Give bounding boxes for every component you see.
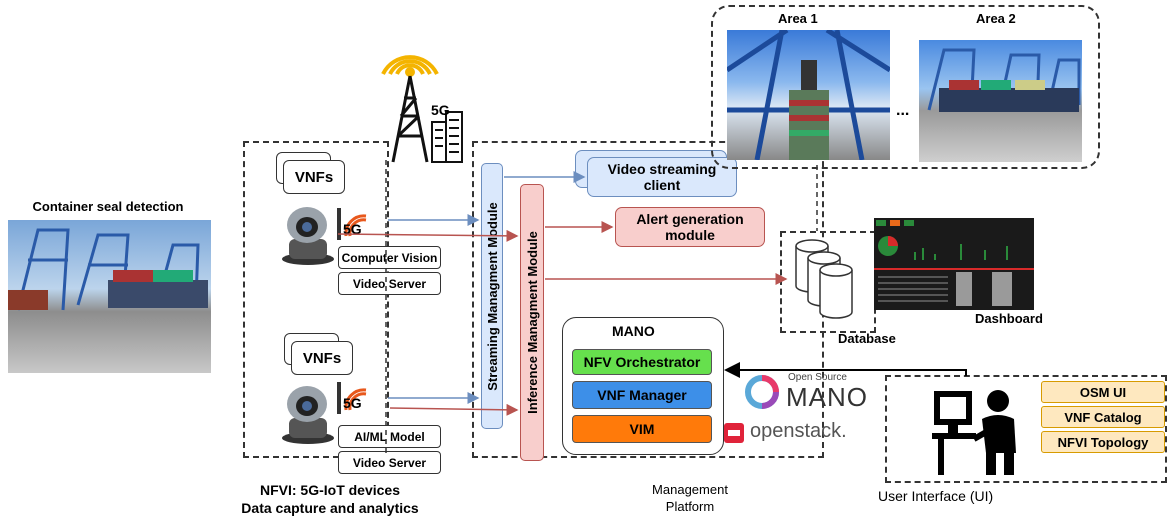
streaming-management-module: Streaming Managment Module [481, 163, 503, 429]
video-server-box-top: Video Server [338, 272, 441, 295]
ui-boundary [885, 375, 1167, 483]
area-ellipsis: ... [896, 102, 910, 119]
vnfs-card-top: VNFs [283, 160, 345, 194]
camera-icon-bottom [277, 382, 339, 444]
left-title: Container seal detection [32, 199, 184, 214]
osm-ui-item[interactable]: OSM UI [1041, 381, 1165, 403]
area2-label: Area 2 [976, 11, 1016, 26]
management-caption-line2: Platform [665, 499, 715, 514]
vnfs-label-top: VNFs [294, 168, 334, 186]
container-port-photo [8, 220, 211, 373]
vnf-manager: VNF Manager [572, 381, 712, 409]
dashboard-label: Dashboard [975, 311, 1043, 326]
vnfs-card-bottom: VNFs [291, 341, 353, 375]
dashboard-screenshot [874, 218, 1034, 310]
database-icon [790, 236, 870, 322]
nfvi-caption-line1: NFVI: 5G-IoT devices [259, 482, 401, 498]
vnf-catalog-item[interactable]: VNF Catalog [1041, 406, 1165, 428]
area1-label: Area 1 [778, 11, 818, 26]
openstack-logo-text: openstack. [750, 420, 847, 442]
nfvi-topology-item[interactable]: NFVI Topology [1041, 431, 1165, 453]
mano-title: MANO [612, 323, 655, 339]
user-at-computer-icon [930, 383, 1030, 478]
areas-boundary [711, 5, 1100, 169]
openstack-icon [724, 423, 744, 443]
nfv-orchestrator: NFV Orchestrator [572, 349, 712, 375]
video-server-box-bottom: Video Server [338, 451, 441, 474]
ai-ml-model-box: AI/ML Model [338, 425, 441, 448]
tower-5g-icon: 5G [375, 36, 475, 164]
signal-5g-label-bottom: 5G [343, 395, 362, 411]
camera-icon-top [277, 203, 339, 265]
area1-photo [727, 30, 890, 160]
openstack-logo: openstack. [723, 420, 858, 446]
nfvi-boundary [243, 141, 389, 458]
inference-management-module: Inference Managment Module [520, 184, 544, 461]
area2-photo [919, 40, 1082, 162]
osm-mano-logo: Open Source MANO [742, 370, 867, 414]
nfvi-caption-line2: Data capture and analytics [241, 500, 419, 516]
osm-ring-icon [745, 375, 779, 409]
ui-caption: User Interface (UI) [878, 488, 994, 504]
signal-5g-label-top: 5G [343, 221, 362, 237]
computer-vision-box: Computer Vision [338, 246, 441, 269]
video-streaming-client: Video streaming client [587, 157, 737, 197]
signal-5g-icon-bottom: 5G [336, 380, 370, 416]
arrow-top-camera-to-inference [337, 229, 519, 242]
management-caption-line1: Management [652, 482, 728, 497]
vnfs-label-bottom: VNFs [302, 349, 342, 367]
arrow-ui-to-mano [724, 362, 967, 378]
alert-generation-module: Alert generation module [615, 207, 765, 247]
arrow-bottom-camera-to-inference [389, 403, 519, 416]
tower-5g-label: 5G [431, 102, 450, 118]
signal-5g-icon-top: 5G [336, 206, 370, 242]
osm-logo-small-text: Open Source [788, 372, 847, 383]
osm-logo-big-text: MANO [786, 382, 868, 412]
vim: VIM [572, 415, 712, 443]
database-label: Database [838, 331, 896, 346]
